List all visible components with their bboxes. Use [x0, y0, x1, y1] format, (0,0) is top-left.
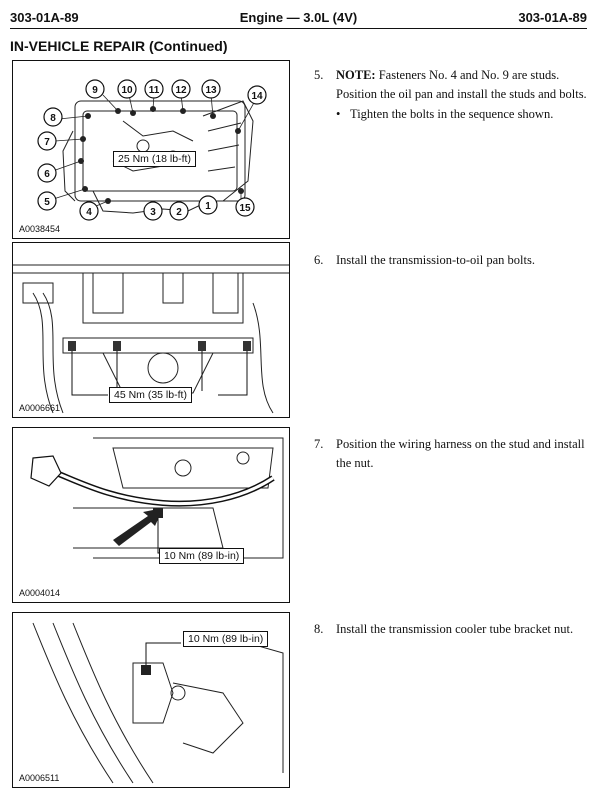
- step-6: 6. Install the transmission-to-oil pan b…: [314, 251, 589, 270]
- callout-7: 7: [44, 137, 50, 148]
- callout-14: 14: [251, 91, 263, 102]
- callout-9: 9: [92, 85, 98, 96]
- header-right-code: 303-01A-89: [518, 10, 587, 25]
- callout-4: 4: [86, 207, 92, 218]
- step-text: Position the wiring harness on the stud …: [336, 437, 585, 470]
- figure-cooler-tube-bracket: 10 Nm (89 lb-in) A0006511: [12, 612, 290, 788]
- figure-id: A0004014: [19, 588, 61, 598]
- callout-8: 8: [50, 113, 56, 124]
- torque-spec: 10 Nm (89 lb-in): [159, 548, 245, 564]
- callout-13: 13: [205, 85, 217, 96]
- wiring-harness-illustration: [30, 437, 284, 559]
- step-5: 5. NOTE: Fasteners No. 4 and No. 9 are s…: [314, 66, 589, 124]
- step-text: Install the transmission cooler tube bra…: [336, 622, 574, 636]
- callout-1: 1: [205, 201, 211, 212]
- torque-spec: 25 Nm (18 lb-ft): [113, 151, 196, 167]
- bullet-item: • Tighten the bolts in the sequence show…: [336, 105, 589, 124]
- step-7: 7. Position the wiring harness on the st…: [314, 435, 589, 473]
- oil-pan-illustration: 1 2 3 4 5 6 7 8 9 10 11 12 13 14 15: [37, 79, 267, 221]
- callout-2: 2: [176, 207, 182, 218]
- callout-circles: [37, 79, 267, 221]
- step-number: 5.: [314, 68, 324, 82]
- section-title: IN-VEHICLE REPAIR (Continued): [10, 38, 228, 54]
- cooler-tube-illustration: [32, 622, 284, 784]
- figure-id: A0038454: [19, 224, 61, 234]
- figure-id: A0006661: [19, 403, 61, 413]
- note: NOTE: Fasteners No. 4 and No. 9 are stud…: [336, 66, 589, 85]
- callout-6: 6: [44, 169, 50, 180]
- figure-wiring-harness: 10 Nm (89 lb-in) A0004014: [12, 427, 290, 603]
- figure-id: A0006511: [19, 773, 60, 783]
- bullet-dot: •: [336, 107, 341, 121]
- page-header: 303-01A-89 Engine — 3.0L (4V) 303-01A-89: [10, 6, 587, 26]
- callout-3: 3: [150, 207, 156, 218]
- step-number: 8.: [314, 622, 324, 636]
- bullet-text: Tighten the bolts in the sequence shown.: [350, 107, 554, 121]
- step-number: 6.: [314, 253, 324, 267]
- step-8: 8. Install the transmission cooler tube …: [314, 620, 589, 639]
- header-left-code: 303-01A-89: [10, 10, 79, 25]
- note-label: NOTE:: [336, 68, 376, 82]
- torque-spec: 10 Nm (89 lb-in): [183, 631, 269, 647]
- transmission-bolts-illustration: [13, 264, 289, 414]
- callout-12: 12: [175, 85, 187, 96]
- step-number: 7.: [314, 437, 324, 451]
- figure-transmission-bolts: 45 Nm (35 lb-ft) A0006661: [12, 242, 290, 418]
- torque-spec: 45 Nm (35 lb-ft): [109, 387, 192, 403]
- step-text: Position the oil pan and install the stu…: [336, 87, 587, 101]
- step-text: Install the transmission-to-oil pan bolt…: [336, 253, 535, 267]
- header-rule: [10, 28, 587, 29]
- callout-5: 5: [44, 197, 50, 208]
- note-text: Fasteners No. 4 and No. 9 are studs.: [378, 68, 560, 82]
- callout-10: 10: [121, 85, 133, 96]
- callout-11: 11: [149, 85, 160, 96]
- header-title: Engine — 3.0L (4V): [239, 10, 358, 25]
- figure-oil-pan-sequence: 1 2 3 4 5 6 7 8 9 10 11 12 13 14 15 25 N…: [12, 60, 290, 239]
- callout-15: 15: [239, 203, 251, 214]
